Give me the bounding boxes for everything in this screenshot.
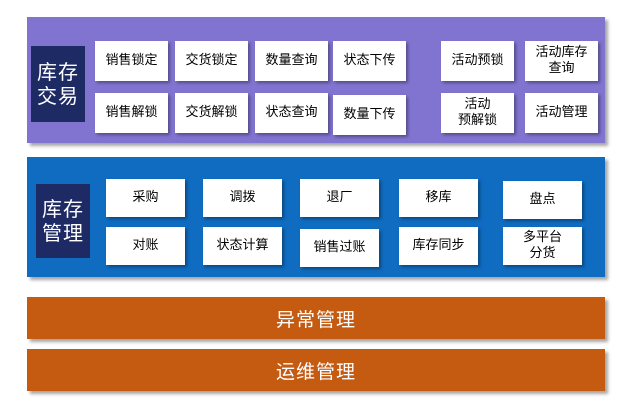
ops-management-bar[interactable]: 运维管理 (27, 349, 605, 391)
stocktake-box[interactable]: 盘点 (503, 181, 582, 219)
activity-management-box[interactable]: 活动管理 (525, 93, 598, 133)
transfer-box[interactable]: 调拨 (203, 179, 282, 217)
purchase-box[interactable]: 采购 (106, 179, 185, 217)
multi-platform-allocation-box[interactable]: 多平台 分货 (503, 227, 582, 265)
reconciliation-box[interactable]: 对账 (106, 227, 185, 265)
sales-lock-box[interactable]: 销售锁定 (95, 41, 168, 81)
delivery-lock-box[interactable]: 交货锁定 (175, 41, 248, 81)
inventory-sync-box[interactable]: 库存同步 (399, 227, 478, 265)
activity-pre-unlock-box[interactable]: 活动 预解锁 (441, 93, 514, 133)
inventory-trade-label: 库存 交易 (31, 46, 85, 122)
delivery-unlock-box[interactable]: 交货解锁 (175, 93, 248, 133)
inventory-management-label: 库存 管理 (36, 184, 90, 258)
status-push-box[interactable]: 状态下传 (333, 41, 406, 81)
sales-unlock-box[interactable]: 销售解锁 (95, 93, 168, 133)
status-query-box[interactable]: 状态查询 (255, 93, 328, 133)
quantity-push-box[interactable]: 数量下传 (333, 95, 406, 135)
quantity-query-box[interactable]: 数量查询 (255, 41, 328, 81)
return-to-factory-box[interactable]: 退厂 (300, 179, 379, 217)
sales-posting-box[interactable]: 销售过账 (300, 229, 379, 267)
activity-prelock-box[interactable]: 活动预锁 (441, 41, 514, 81)
relocation-box[interactable]: 移库 (399, 179, 478, 217)
status-calculation-box[interactable]: 状态计算 (203, 227, 282, 265)
activity-stock-query-box[interactable]: 活动库存 查询 (525, 41, 598, 81)
exception-management-bar[interactable]: 异常管理 (27, 297, 605, 339)
